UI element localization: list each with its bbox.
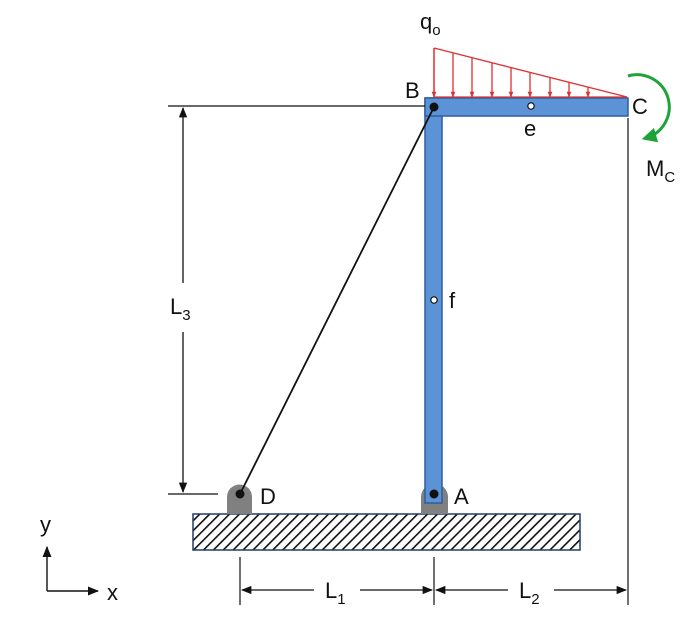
pin-A — [429, 489, 439, 499]
cable-DB — [239, 106, 435, 495]
support-D — [227, 484, 252, 514]
pin-B — [429, 102, 439, 112]
label-e: e — [524, 116, 536, 141]
label-q0: qo — [420, 9, 441, 39]
label-axis-y: y — [40, 512, 51, 537]
label-C: C — [632, 94, 648, 119]
label-B: B — [405, 78, 420, 103]
label-L2: L2 — [519, 578, 540, 608]
point-f-marker — [430, 296, 438, 304]
beam-BC — [424, 97, 629, 117]
distributed-load — [431, 47, 628, 98]
label-axis-x: x — [107, 580, 118, 605]
label-D: D — [260, 484, 276, 509]
pin-D — [235, 489, 245, 499]
ground-hatch — [192, 513, 581, 551]
label-f: f — [449, 288, 456, 313]
label-L1: L1 — [325, 578, 346, 608]
label-Mc: MC — [646, 156, 675, 186]
label-L3: L3 — [170, 294, 191, 324]
point-e-marker — [527, 102, 535, 110]
moment-arrow — [627, 73, 671, 143]
label-A: A — [454, 484, 469, 509]
